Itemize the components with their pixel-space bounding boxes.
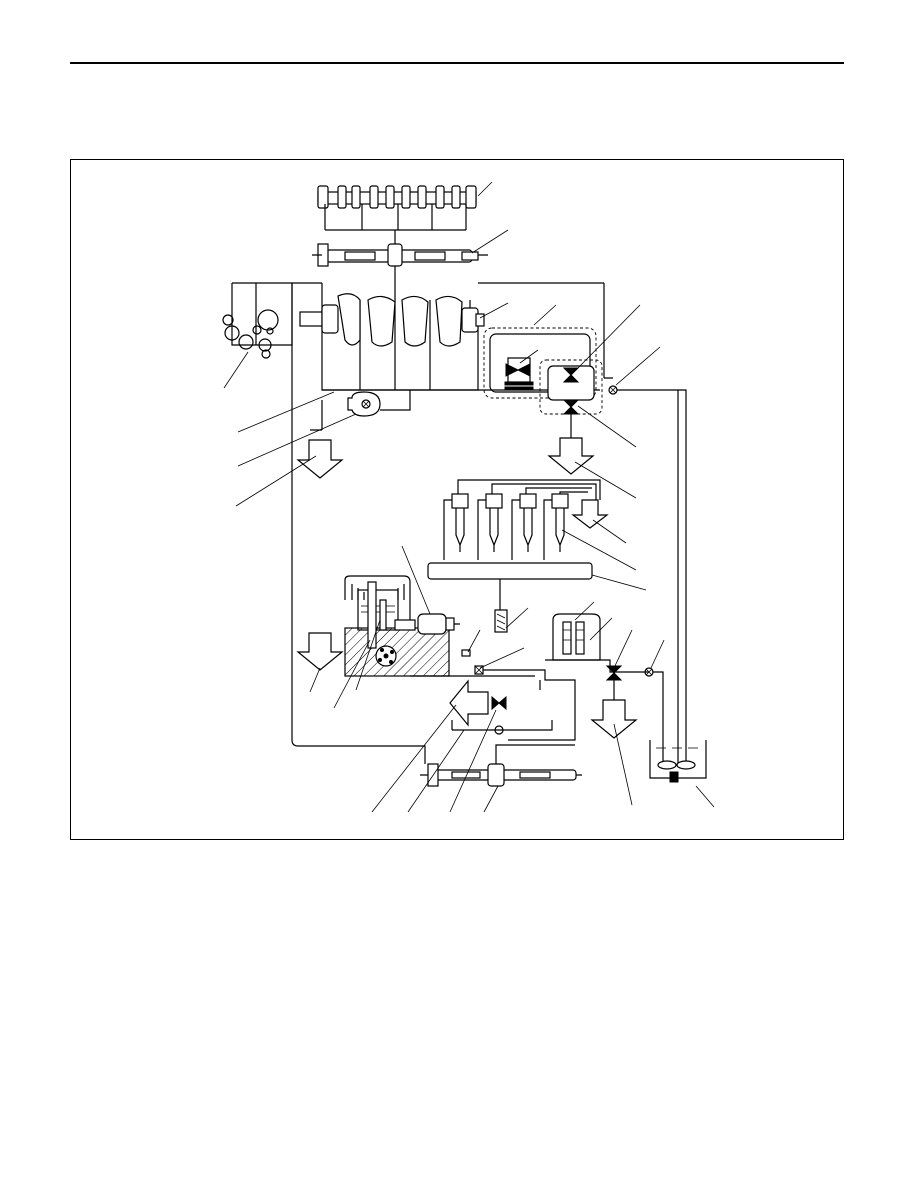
oil-cooler-icon [483,283,605,438]
leader-lines [235,181,715,813]
upper-gallery [312,230,488,300]
fuel-pump-icon [344,545,535,677]
header-rule [70,62,844,64]
figure-frame [70,159,844,840]
oil-pump-icon [310,390,411,431]
arrow-down-icon [296,437,638,739]
oil-pan-icon [649,740,707,783]
camshaft-icon [317,185,477,231]
lower-shaft [291,283,582,787]
return-lines [451,665,576,741]
main-gallery [478,282,687,765]
crankshaft-icon [299,283,600,391]
injector-icon [427,479,601,610]
gear-train-icon [222,282,322,389]
arrow-left-icon [449,679,489,727]
filter-icon [494,609,508,633]
relief-valve [545,613,664,765]
